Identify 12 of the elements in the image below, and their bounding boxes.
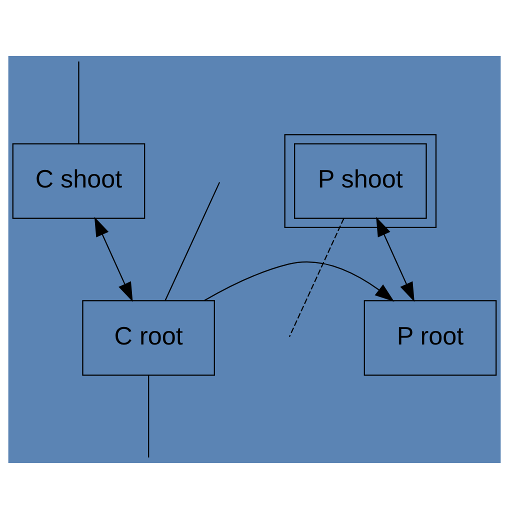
connector xyxy=(148,375,150,458)
cluster xyxy=(284,134,437,228)
arrow xyxy=(204,261,394,302)
arrow xyxy=(376,216,414,302)
node-box: C shoot xyxy=(12,143,146,219)
node-box: P shoot xyxy=(294,143,427,219)
arrow xyxy=(94,216,133,302)
connector xyxy=(164,182,220,301)
connector xyxy=(288,218,344,337)
node-box: P root xyxy=(364,300,497,376)
connector xyxy=(78,62,80,144)
node-box: C root xyxy=(82,300,215,376)
